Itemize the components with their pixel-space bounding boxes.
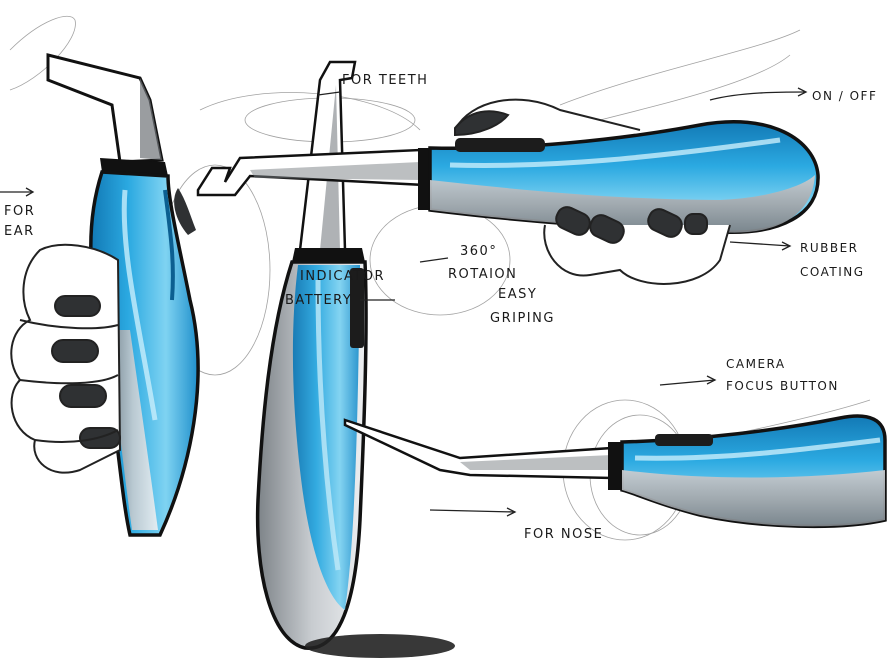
- labels: FOR EAR FOR TEETH ON / OFF 360° ROTAION …: [4, 73, 877, 542]
- label-rubber-coating: RUBBER COATING: [800, 241, 865, 279]
- label-for-nose: FOR NOSE: [524, 527, 603, 542]
- left-thumb-nail: [174, 188, 196, 235]
- top-right-device: [196, 120, 820, 235]
- label-for-ear: FOR EAR: [4, 204, 41, 239]
- label-for-teeth: FOR TEETH: [342, 73, 428, 88]
- middle-device: [255, 60, 455, 658]
- label-rotation: 360° ROTAION EASY GRIPING: [448, 244, 555, 326]
- annotation-arrows: [0, 87, 808, 517]
- top-right-hand: [454, 98, 731, 285]
- label-battery: BATTERY: [285, 293, 352, 308]
- left-hand: [10, 243, 122, 474]
- label-indicator: INDICATOR: [300, 269, 385, 284]
- label-on-off: ON / OFF: [812, 89, 877, 103]
- label-camera-focus-button: CAMERA FOCUS BUTTON: [726, 357, 839, 393]
- bottom-right-device: [343, 414, 887, 529]
